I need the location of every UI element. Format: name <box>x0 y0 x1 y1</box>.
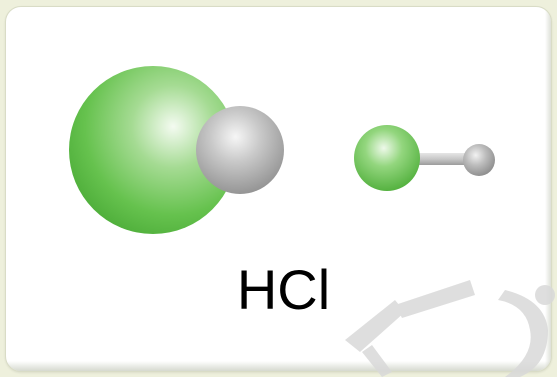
bond-stick <box>402 153 480 165</box>
card-bottom-shade <box>6 361 551 371</box>
card-right-shade <box>545 7 551 371</box>
ball-and-stick-model <box>354 125 495 191</box>
space-filling-model <box>69 66 284 234</box>
hydrogen-atom-large <box>196 106 284 194</box>
chlorine-atom-small <box>354 125 420 191</box>
chlorine-atom-large <box>69 66 237 234</box>
hydrogen-atom-small <box>463 144 495 176</box>
molecule-formula: HCl <box>236 258 331 321</box>
